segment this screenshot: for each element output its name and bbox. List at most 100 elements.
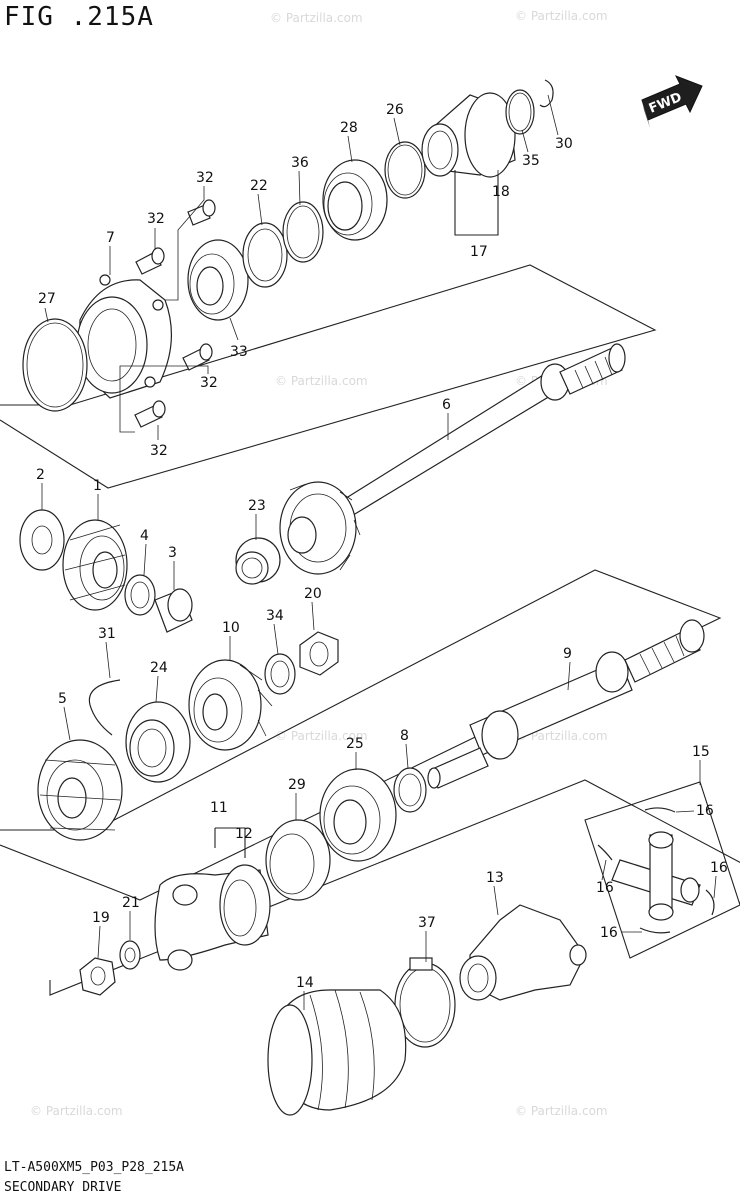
o-ring-26 xyxy=(384,141,426,199)
watermark: © Partzilla.com xyxy=(270,11,363,25)
callout-23: 23 xyxy=(248,498,266,514)
fwd-arrow-icon: FWD xyxy=(641,75,703,128)
callout-30: 30 xyxy=(555,136,573,152)
o-ring-inner xyxy=(26,322,84,408)
output-case-assembly xyxy=(0,79,657,585)
callout-20: 20 xyxy=(304,586,322,602)
callout-21: 21 xyxy=(122,895,140,911)
callout-33: 33 xyxy=(230,344,248,360)
callout-27: 27 xyxy=(38,291,56,307)
cross-kit-outline xyxy=(584,781,740,959)
clip-16 xyxy=(705,889,715,916)
callout-25: 25 xyxy=(346,736,364,752)
callout-7: 7 xyxy=(106,230,115,246)
rubber-boot xyxy=(267,989,407,1116)
callout-32: 32 xyxy=(150,443,168,459)
callout-24: 24 xyxy=(150,660,168,676)
callout-34: 34 xyxy=(266,608,284,624)
circlip xyxy=(282,201,324,263)
nut-19 xyxy=(79,957,116,996)
needle-bearing-24 xyxy=(125,701,191,783)
watermark: © Partzilla.com xyxy=(515,1104,608,1118)
callout-11: 11 xyxy=(210,800,228,816)
callout-28: 28 xyxy=(340,120,358,136)
callout-13: 13 xyxy=(486,870,504,886)
drawing-code: LT-A500XM5_P03_P28_215A xyxy=(4,1160,185,1175)
oil-seal xyxy=(322,159,388,241)
drawing-name: SECONDARY DRIVE xyxy=(4,1180,122,1195)
callout-29: 29 xyxy=(288,777,306,793)
oil-seal-29 xyxy=(265,819,331,901)
washer-34 xyxy=(264,653,296,695)
callout-16: 16 xyxy=(696,803,714,819)
callout-31: 31 xyxy=(98,626,116,642)
callout-12: 12 xyxy=(235,826,253,842)
callout-9: 9 xyxy=(563,646,572,662)
bevel-gear-5 xyxy=(37,739,123,841)
callout-15: 15 xyxy=(692,744,710,760)
callout-36: 36 xyxy=(291,155,309,171)
callout-14: 14 xyxy=(296,975,314,991)
callout-labels: 30 35 18 17 26 28 36 22 32 32 7 27 33 32… xyxy=(36,102,728,991)
leader-lines xyxy=(41,94,717,1010)
washer-2 xyxy=(19,509,65,571)
clip-16 xyxy=(597,844,613,861)
needle-bearing xyxy=(235,537,281,585)
ball-bearing-25 xyxy=(319,768,397,862)
circlip-35 xyxy=(505,89,535,135)
clip-16 xyxy=(639,927,671,934)
watermark: © Partzilla.com xyxy=(275,729,368,743)
universal-joint-assembly xyxy=(49,779,740,1116)
figure-title: FIG .215A xyxy=(4,2,154,32)
callout-26: 26 xyxy=(386,102,404,118)
clip-16 xyxy=(644,807,676,813)
group-outline xyxy=(49,779,740,996)
bearing-housing xyxy=(76,274,172,399)
callout-4: 4 xyxy=(140,528,149,544)
output-sleeve xyxy=(421,92,516,178)
callout-1: 1 xyxy=(93,478,102,494)
driven-gear xyxy=(279,481,361,575)
circlip-31 xyxy=(88,679,121,736)
watermarks: © Partzilla.com © Partzilla.com © Partzi… xyxy=(30,9,608,1118)
callout-32: 32 xyxy=(196,170,214,186)
washer-21 xyxy=(119,940,141,970)
callout-22: 22 xyxy=(250,178,268,194)
callout-17: 17 xyxy=(470,244,488,260)
bevel-gear-1 xyxy=(62,519,128,611)
callout-32: 32 xyxy=(147,211,165,227)
watermark: © Partzilla.com xyxy=(515,729,608,743)
nut-20 xyxy=(299,631,339,676)
callout-18: 18 xyxy=(492,184,510,200)
yoke-11 xyxy=(154,864,271,971)
callout-16: 16 xyxy=(600,925,618,941)
callout-16: 16 xyxy=(596,880,614,896)
callout-19: 19 xyxy=(92,910,110,926)
watermark: © Partzilla.com xyxy=(515,9,608,23)
callout-2: 2 xyxy=(36,467,45,483)
callout-37: 37 xyxy=(418,915,436,931)
drive-gear-10 xyxy=(188,659,273,751)
ball-bearing xyxy=(187,239,249,321)
callout-10: 10 xyxy=(222,620,240,636)
callout-3: 3 xyxy=(168,545,177,561)
yoke-13 xyxy=(459,904,587,1001)
secondary-drive-shaft xyxy=(427,619,705,789)
o-ring xyxy=(22,318,88,412)
callout-8: 8 xyxy=(400,728,409,744)
shim xyxy=(242,222,288,288)
callout-6: 6 xyxy=(442,397,451,413)
callout-16: 16 xyxy=(710,860,728,876)
callout-5: 5 xyxy=(58,691,67,707)
watermark: © Partzilla.com xyxy=(275,374,368,388)
secondary-driven-shaft xyxy=(334,343,626,521)
watermark: © Partzilla.com xyxy=(30,1104,123,1118)
nut-3 xyxy=(154,588,193,633)
spider-cross xyxy=(611,831,701,921)
bevel-gear-assembly xyxy=(0,509,722,901)
washer-4 xyxy=(124,574,156,616)
callout-32: 32 xyxy=(200,375,218,391)
boot-clamp xyxy=(394,957,456,1048)
callout-35: 35 xyxy=(522,153,540,169)
